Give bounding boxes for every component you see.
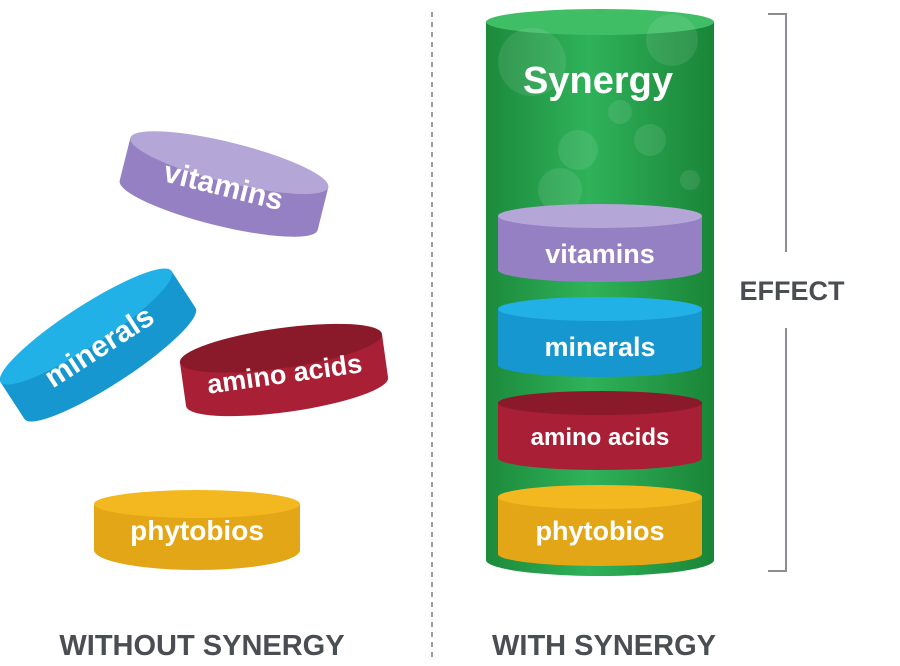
left-disc-phytobios-label: phytobios <box>130 515 264 546</box>
effect-bracket <box>768 13 787 572</box>
left-caption: WITHOUT SYNERGY <box>59 630 344 662</box>
right-disc-vitamins-label: vitamins <box>545 239 655 269</box>
right-disc-minerals-label: minerals <box>544 332 655 362</box>
right-disc-phytobios: phytobios <box>498 485 702 566</box>
right-disc-vitamins: vitamins <box>498 204 702 282</box>
left-disc-amino-acids: amino acids <box>179 323 389 417</box>
right-disc-amino-acids-label: amino acids <box>531 424 670 451</box>
right-disc-minerals: minerals <box>498 297 702 377</box>
right-disc-amino-acids: amino acids <box>498 391 702 470</box>
cylinder-bubbles <box>498 14 700 212</box>
right-caption: WITH SYNERGY <box>492 630 716 662</box>
effect-label: EFFECT <box>740 276 846 306</box>
left-disc-minerals: minerals <box>0 268 197 422</box>
left-disc-vitamins: vitamins <box>119 131 329 237</box>
left-disc-phytobios: phytobios <box>94 490 300 570</box>
right-disc-phytobios-label: phytobios <box>536 516 665 546</box>
cylinder-title: Synergy <box>523 60 673 102</box>
